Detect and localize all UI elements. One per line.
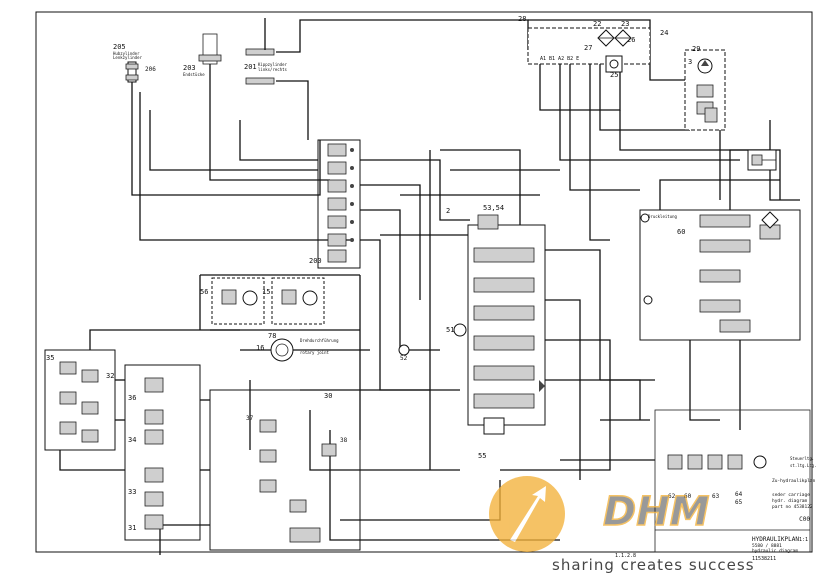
label-31: 33 (128, 488, 136, 496)
legend-note-4: part no 4538122 (772, 504, 813, 510)
hydraulic-lines (44, 18, 801, 555)
label-24: 24 (660, 29, 668, 37)
svg-text:A1 B1 A2 B2 E: A1 B1 A2 B2 E (540, 56, 579, 62)
svg-text:rotary joint: rotary joint (300, 350, 329, 355)
pump-group-29: 29 3 (684, 45, 726, 131)
label-70-71: 30 (324, 392, 332, 400)
label-28: 28 (518, 15, 526, 23)
label-64: 63 (712, 493, 720, 500)
lower-valve-group: 30 37 38 (246, 392, 348, 543)
title-main: HYDRAULIKPLAN (752, 536, 799, 543)
main-valve-block: 2 53,54 51 52 55 (398, 204, 545, 460)
label-22: 22 (593, 20, 601, 28)
svg-text:Hubzylinder: Hubzylinder (113, 51, 140, 56)
drawing-frame (35, 11, 813, 553)
svg-text:links/rechts: links/rechts (258, 67, 287, 72)
label-206: 206 (145, 66, 156, 73)
legend-note-2: seder carriage (772, 492, 810, 498)
label-61: 60 (684, 493, 692, 500)
label-52: 51 (446, 326, 454, 334)
title-line3: hydraulic diagram (752, 548, 798, 554)
legend-line-3: st.ltg.Ltg. (790, 463, 817, 468)
steering-valve-group: 60 Druckleitung (640, 211, 781, 333)
legend-line-1: Druckleitung (648, 214, 677, 219)
watermark-arrow-icon (510, 486, 546, 542)
label-36: 32 (106, 372, 114, 380)
legend-note-3: hydr. diagram (772, 498, 808, 504)
svg-text:Kippzylinder: Kippzylinder (258, 62, 287, 67)
legend-note-1: Zu-hydraulikplan (772, 478, 816, 484)
label-35: 78 (268, 332, 276, 340)
label-25: 25 (610, 71, 618, 79)
pump-group-15-16: 56 15 (200, 277, 325, 325)
legend-line-2: Steuerltg. (790, 456, 814, 461)
cylinder-groups-left: 35 32 36 34 33 31 (46, 354, 164, 532)
label-29: 29 (692, 45, 700, 53)
svg-text:Endstücke: Endstücke (183, 72, 205, 77)
label-55: 52 (400, 355, 408, 362)
sheet-code: C00 (799, 516, 810, 523)
label-201: 201 (244, 63, 257, 71)
component-203: 203 Endstücke (183, 33, 222, 77)
watermark-tagline: sharing creates success (552, 556, 755, 574)
label-38: 38 (340, 437, 348, 444)
title-date: 1.1.2.8 (615, 553, 636, 559)
svg-text:Lenkzylinder: Lenkzylinder (113, 55, 142, 60)
dhm-watermark: DHM sharing creates success (489, 476, 755, 574)
label-78: 16 (256, 344, 264, 352)
label-23: 23 (621, 20, 629, 28)
valve-stack-200: 200 (309, 143, 354, 265)
label-26: 26 (627, 36, 635, 44)
label-27: 27 (584, 44, 592, 52)
label-34: 36 (128, 394, 136, 402)
component-205-206: 205 Hubzylinder Lenkzylinder 206 (113, 43, 156, 83)
label-203: 203 (183, 64, 196, 72)
label-37: 37 (246, 415, 254, 422)
label-16: 15 (262, 288, 270, 296)
title-number: 11538211 (752, 556, 776, 562)
rotary-joint-78: 16 78 Drehdurchführung rotary joint (256, 332, 339, 362)
label-56: 55 (478, 452, 486, 460)
label-51: 53,54 (483, 204, 504, 212)
pressure-switch (747, 149, 777, 171)
label-65: 64 (735, 491, 743, 498)
label-53-54: 2 (446, 207, 450, 215)
label-33: 34 (128, 436, 136, 444)
label-205: 205 (113, 43, 126, 51)
label-2: 60 (677, 228, 685, 236)
watermark-brand: DHM (603, 489, 709, 535)
label-63: 62 (668, 493, 676, 500)
title-sheet: 1:1 (799, 537, 808, 543)
label-15: 56 (200, 288, 208, 296)
component-201: 201 Kippzylinder links/rechts (244, 48, 287, 85)
label-3: 3 (688, 58, 692, 66)
title-area: 62 60 63 64 65 Zu-hydraulikplan seder ca… (615, 409, 817, 562)
label-66: 65 (735, 499, 743, 506)
svg-text:Drehdurchführung: Drehdurchführung (300, 338, 339, 343)
title-line2: 5580 / 8881 (752, 543, 782, 549)
label-200: 200 (309, 257, 322, 265)
label-32: 35 (46, 354, 54, 362)
tank-group-28: 28 22 23 24 26 27 25 A1 B1 A2 B2 E (518, 15, 668, 79)
label-30: 31 (128, 524, 136, 532)
